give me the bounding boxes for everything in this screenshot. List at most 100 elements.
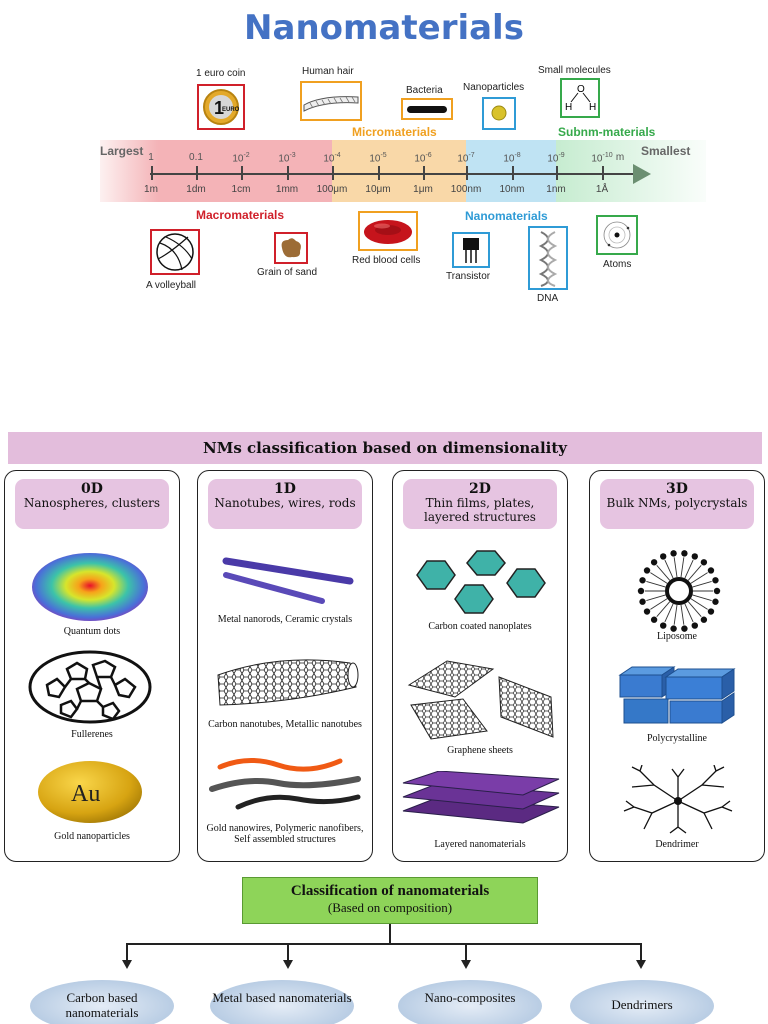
scale-tick bbox=[332, 166, 334, 180]
scale-tick bbox=[378, 166, 380, 180]
column-1d-desc: Nanotubes, wires, rods bbox=[214, 496, 356, 510]
largest-label: Largest bbox=[100, 144, 144, 158]
column-3d-dim: 3D bbox=[666, 481, 688, 497]
column-3d-desc: Bulk NMs, polycrystals bbox=[606, 496, 748, 510]
lipid-head bbox=[700, 559, 708, 566]
lipid-tail bbox=[684, 559, 694, 579]
gold-nanoparticles-caption: Gold nanoparticles bbox=[54, 831, 130, 842]
layered-caption: Layered nanomaterials bbox=[434, 839, 526, 850]
lipid-head bbox=[639, 577, 646, 584]
graphene-sheets-illustration bbox=[407, 660, 554, 740]
lipid-head bbox=[691, 622, 698, 629]
tree-arrow-4 bbox=[636, 960, 646, 969]
lipid-tail bbox=[680, 557, 685, 578]
fullerenes-caption: Fullerenes bbox=[71, 729, 113, 740]
lipid-head bbox=[643, 567, 651, 574]
scale-tick bbox=[602, 166, 604, 180]
lipid-tail bbox=[690, 598, 708, 610]
subnm-band bbox=[556, 140, 706, 202]
column-0d: 0D Nanospheres, clusters Quantum dots Fu… bbox=[4, 470, 180, 862]
scale-tick bbox=[423, 166, 425, 180]
graphene-caption: Graphene sheets bbox=[447, 745, 513, 756]
lipid-tail bbox=[673, 557, 678, 578]
quantum-dot-illustration bbox=[32, 553, 148, 621]
nanorods-caption: Metal nanorods, Ceramic crystals bbox=[217, 614, 353, 625]
smallest-label: Smallest bbox=[641, 144, 691, 158]
column-2d-dim: 2D bbox=[469, 481, 491, 497]
scale-length-label: 1nm bbox=[546, 184, 566, 195]
layered-nanomaterials-illustration bbox=[402, 771, 560, 824]
composition-title: Classification of nanomaterials bbox=[290, 883, 490, 899]
scale-length-label: 10μm bbox=[365, 184, 391, 195]
red-blood-cells-label: Red blood cells bbox=[352, 255, 421, 266]
transistor-icon bbox=[452, 232, 490, 268]
lipid-head bbox=[681, 625, 688, 632]
nanoplates-caption: Carbon coated nanoplates bbox=[428, 621, 532, 632]
scale-tick bbox=[196, 166, 198, 180]
water-molecule-icon: O H H bbox=[560, 78, 600, 118]
column-3d-header: 3D Bulk NMs, polycrystals bbox=[600, 479, 754, 529]
gold-nanoparticle-illustration: Au bbox=[38, 761, 142, 823]
scale-tick bbox=[466, 166, 468, 180]
scale-tick bbox=[512, 166, 514, 180]
column-2d: 2D Thin films, plates, layered structure… bbox=[392, 470, 568, 862]
lipid-tail bbox=[690, 572, 708, 584]
lipid-head bbox=[713, 587, 721, 595]
lipid-head bbox=[670, 625, 677, 632]
euro-coin-label: 1 euro coin bbox=[196, 68, 246, 79]
tree-stem bbox=[389, 924, 391, 944]
column-0d-desc: Nanospheres, clusters bbox=[23, 496, 161, 510]
tree-arrow-2 bbox=[283, 960, 293, 969]
fullerene-illustration bbox=[28, 650, 152, 724]
nanotubes-caption: Carbon nanotubes, Metallic nanotubes bbox=[208, 719, 362, 730]
lipid-tail bbox=[687, 601, 702, 617]
tree-arrow-1 bbox=[122, 960, 132, 969]
lipid-head bbox=[712, 598, 719, 605]
grain-of-sand-label: Grain of sand bbox=[257, 267, 318, 278]
grain-of-sand-icon bbox=[274, 232, 308, 264]
lipid-tail bbox=[664, 559, 674, 579]
scale-power-label: 10-9 bbox=[547, 152, 565, 165]
euro-coin-icon: 1 EURO bbox=[197, 84, 245, 130]
lipid-tail bbox=[673, 604, 678, 625]
scale-power-label: 10-7 bbox=[457, 152, 475, 165]
micro-band bbox=[332, 140, 466, 202]
hydrogen-atom-right: H bbox=[589, 102, 596, 113]
lipid-tail bbox=[650, 598, 668, 610]
lipid-head bbox=[707, 567, 715, 574]
lipid-head bbox=[643, 608, 651, 615]
lipid-tail bbox=[692, 580, 712, 588]
page-title: Nanomaterials bbox=[244, 8, 524, 48]
oxygen-atom: O bbox=[577, 84, 585, 95]
nanoparticle-icon bbox=[482, 97, 516, 130]
tree-drop-3 bbox=[465, 943, 467, 961]
scale-power-label: 10-6 bbox=[414, 152, 432, 165]
transistor-label: Transistor bbox=[446, 271, 491, 282]
bacteria-label: Bacteria bbox=[406, 85, 443, 96]
column-1d-dim: 1D bbox=[274, 481, 296, 497]
au-symbol: Au bbox=[71, 781, 100, 807]
scale-tick bbox=[287, 166, 289, 180]
euro-coin-text: EURO bbox=[222, 107, 240, 113]
lipid-head bbox=[650, 559, 658, 566]
hydrogen-atom-left: H bbox=[565, 102, 572, 113]
scale-power-label: 10-10 bbox=[591, 152, 613, 165]
lipid-tail bbox=[656, 565, 671, 581]
column-2d-header: 2D Thin films, plates, layered structure… bbox=[403, 479, 557, 529]
human-hair-label: Human hair bbox=[302, 66, 354, 77]
lipid-tail bbox=[656, 601, 671, 617]
tree-branch-line bbox=[126, 943, 642, 945]
scale-axis bbox=[150, 173, 635, 175]
scale-power-label: 0.1 bbox=[189, 152, 203, 163]
composition-classification-box: Classification of nanomaterials (Based o… bbox=[242, 877, 538, 924]
category-nano-composites: Nano-composites bbox=[398, 980, 542, 1024]
macro-region-label: Macromaterials bbox=[196, 208, 285, 222]
scale-length-label: 1Å bbox=[595, 184, 609, 195]
scale-power-label: 10-4 bbox=[323, 152, 341, 165]
atom-icon bbox=[596, 215, 638, 255]
dna-label: DNA bbox=[537, 293, 559, 304]
lipid-head bbox=[681, 550, 688, 557]
lipid-tail bbox=[646, 594, 666, 602]
column-0d-header: 0D Nanospheres, clusters bbox=[15, 479, 169, 529]
nanoplates-illustration bbox=[416, 550, 546, 614]
